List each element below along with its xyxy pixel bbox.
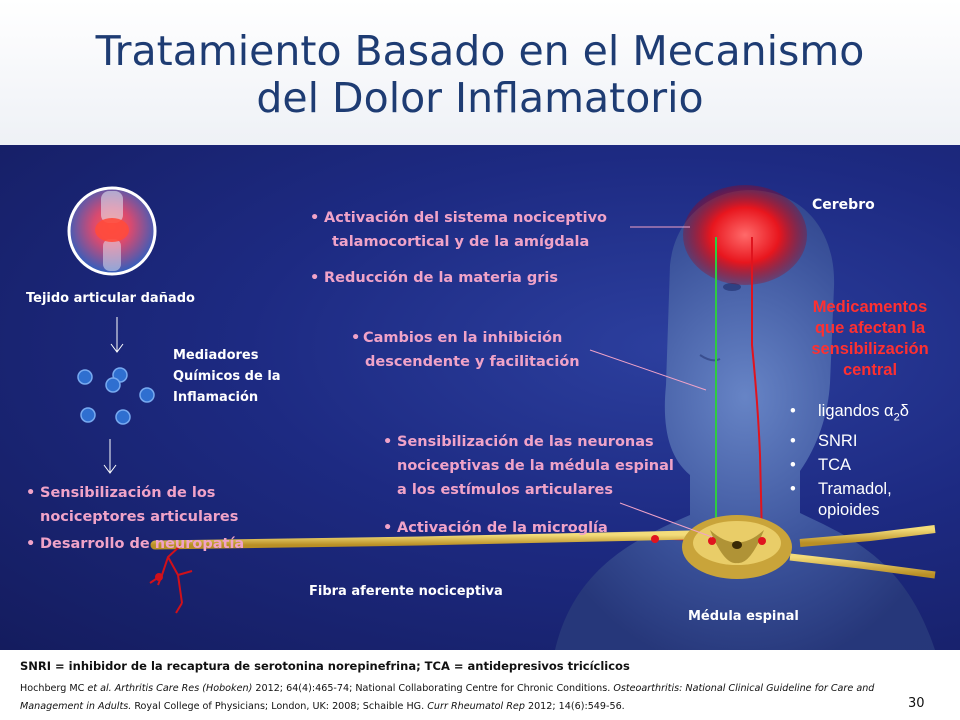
diagram-panel: Tejido articular dañado Mediadores Quími… bbox=[0, 145, 960, 650]
label-afferent-fiber: Fibra aferente nociceptiva bbox=[309, 584, 503, 599]
bullet-text-line: descendente y facilitación bbox=[365, 354, 580, 370]
bullet-marker: • bbox=[790, 480, 796, 499]
pathway-dot bbox=[651, 535, 659, 543]
page-number: 30 bbox=[908, 696, 925, 711]
medication-name: SNRI bbox=[818, 432, 858, 451]
medications-title: Medicamentos que afectan la sensibilizac… bbox=[784, 297, 956, 381]
references: Hochberg MC et al. Arthritis Care Res (H… bbox=[20, 680, 900, 716]
bullet-marker: • bbox=[383, 434, 393, 450]
medication-name-tail: δ bbox=[899, 402, 909, 420]
ref-journal: Arthritis Care Res (Hoboken) bbox=[111, 683, 253, 694]
ref-part: Royal College of Physicians; London, UK:… bbox=[131, 701, 428, 712]
ascending-pathway bbox=[751, 237, 763, 538]
medications-list: • ligandos α2δ • SNRI • TCA • Tramadol, … bbox=[790, 401, 960, 521]
bullet-marker: • bbox=[26, 485, 36, 501]
ref-part: 2012; 14(6):549-56. bbox=[524, 701, 625, 712]
bullet-marker: • bbox=[351, 330, 361, 346]
arrow-tissue-to-mediators bbox=[110, 317, 124, 353]
bullet-marker: • bbox=[790, 456, 796, 475]
ref-part: 2012; 64(4):465-74; National Collaborati… bbox=[252, 683, 614, 694]
bullet-text-line: nociceptores articulares bbox=[40, 509, 239, 525]
nerve-branch-right-lower bbox=[789, 553, 936, 579]
mediators-line-3: Inflamación bbox=[173, 390, 259, 405]
medication-item: • ligandos α2δ bbox=[790, 401, 960, 428]
medications-title-line: Medicamentos bbox=[812, 298, 928, 316]
bullet-spinal-2: • Activación de la microglía bbox=[383, 516, 608, 540]
medications-title-line: sensibilización bbox=[811, 340, 929, 358]
bullet-text-line: nociceptivas de la médula espinal bbox=[397, 458, 674, 474]
label-chemical-mediators: Mediadores Químicos de la Inflamación bbox=[173, 345, 281, 408]
label-damaged-tissue: Tejido articular dañado bbox=[26, 291, 195, 306]
medication-item: • SNRI bbox=[790, 431, 960, 452]
medication-name-line-2: opioides bbox=[818, 501, 880, 520]
bullet-text-line: Activación del sistema nociceptivo bbox=[324, 210, 607, 226]
bullet-descending: • Cambios en la inhibición descendente y… bbox=[351, 326, 580, 374]
mediators-line-2: Químicos de la bbox=[173, 369, 281, 384]
bullet-text-line: a los estímulos articulares bbox=[397, 482, 613, 498]
mediators-line-1: Mediadores bbox=[173, 348, 259, 363]
label-brain: Cerebro bbox=[812, 197, 875, 213]
bullet-marker: • bbox=[383, 520, 393, 536]
slide-title-line-2: del Dolor Inflamatorio bbox=[256, 74, 704, 122]
knee-joint-icon bbox=[67, 186, 157, 276]
slide-title: Tratamiento Basado en el Mecanismo del D… bbox=[0, 28, 960, 122]
bullet-marker: • bbox=[790, 432, 796, 451]
ref-journal: Curr Rheumatol Rep bbox=[427, 701, 525, 712]
abbreviations-note: SNRI = inhibidor de la recaptura de sero… bbox=[20, 659, 630, 673]
bullet-marker: • bbox=[26, 536, 36, 552]
pointer-spinal bbox=[619, 502, 713, 538]
bullet-marker: • bbox=[310, 270, 320, 286]
brain-highlight bbox=[683, 185, 807, 285]
bullet-text-line: Reducción de la materia gris bbox=[324, 270, 559, 286]
afferent-nerve-fiber bbox=[150, 530, 695, 550]
bullet-spinal-1: • Sensibilización de las neuronas nocice… bbox=[383, 430, 674, 502]
bullet-marker: • bbox=[790, 402, 796, 420]
medication-item: • TCA bbox=[790, 455, 960, 476]
medication-subscript: 2 bbox=[893, 411, 900, 424]
medication-name: ligandos α bbox=[818, 402, 894, 420]
bullet-marker: • bbox=[310, 210, 320, 226]
pathway-dot bbox=[758, 537, 766, 545]
ref-part: et al. bbox=[87, 683, 112, 694]
mediator-dots bbox=[77, 367, 155, 425]
bullet-brain-1: • Activación del sistema nociceptivo tal… bbox=[310, 206, 607, 254]
bullet-text-line: Desarrollo de neuropatía bbox=[40, 536, 245, 552]
medications-title-line: central bbox=[842, 361, 898, 379]
bullet-text-line: talamocortical y de la amígdala bbox=[332, 234, 590, 250]
title-band bbox=[0, 0, 960, 145]
pathway-dot bbox=[708, 537, 716, 545]
slide-title-line-1: Tratamiento Basado en el Mecanismo bbox=[95, 27, 865, 75]
label-spinal-cord: Médula espinal bbox=[688, 609, 799, 624]
nerve-branch-right bbox=[799, 525, 936, 547]
footer: SNRI = inhibidor de la recaptura de sero… bbox=[0, 650, 960, 720]
medication-name: Tramadol, bbox=[818, 480, 892, 499]
medication-name: TCA bbox=[818, 456, 851, 475]
ref-part: Hochberg MC bbox=[20, 683, 88, 694]
bullet-brain-2: • Reducción de la materia gris bbox=[310, 266, 559, 290]
bullet-peripheral-1: • Sensibilización de los nociceptores ar… bbox=[26, 481, 239, 529]
spinal-cord-section bbox=[682, 515, 792, 579]
bullet-text-line: Sensibilización de las neuronas bbox=[397, 434, 654, 450]
bullet-text-line: Activación de la microglía bbox=[397, 520, 608, 536]
pointer-descending bbox=[589, 349, 707, 391]
bullet-text-line: Sensibilización de los bbox=[40, 485, 216, 501]
nerve-ending-dot bbox=[155, 573, 163, 581]
bullet-peripheral-2: • Desarrollo de neuropatía bbox=[26, 532, 245, 556]
medications-title-line: que afectan la bbox=[814, 319, 926, 337]
diagram-graphics bbox=[67, 185, 936, 650]
arrow-mediators-to-sensitization bbox=[103, 439, 117, 474]
bullet-text-line: Cambios en la inhibición bbox=[363, 330, 563, 346]
medication-item: • Tramadol, opioides bbox=[790, 479, 960, 521]
ref-title: Osteoarthritis: National Clinical Guidel… bbox=[20, 683, 875, 712]
